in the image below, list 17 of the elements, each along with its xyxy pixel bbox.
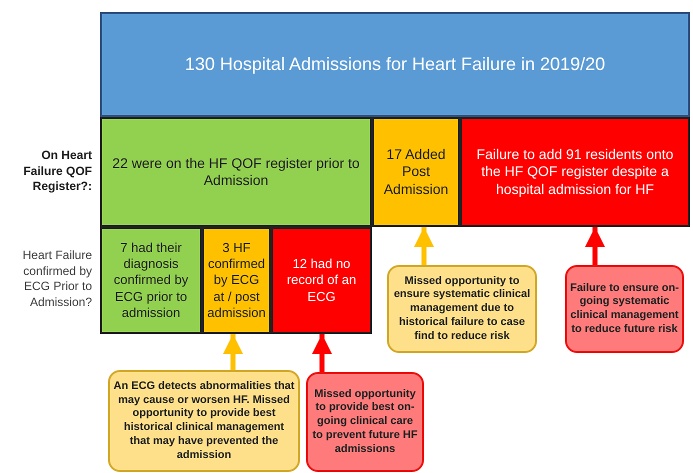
arrow: [223, 334, 243, 370]
category-box: Failure to add 91 residents onto the HF QOF register despite a hospital admission for HF: [460, 117, 690, 227]
callout-box: Missed opportunity to provide best on-going clinical care to prevent future HF admissions: [306, 372, 424, 472]
header-box: 130 Hospital Admissions for Heart Failure in 2019/20: [100, 12, 690, 117]
callout-box: Failure to ensure on-going systematic clinical management to reduce future risk: [565, 265, 684, 353]
callout-box: An ECG detects abnormalities that may cause or worsen HF. Missed opportunity to provide best historical clinical management that may have prevented the admission: [108, 370, 300, 472]
arrow: [585, 227, 605, 265]
category-box: 7 had their diagnosis confirmed by ECG prior to admission: [100, 227, 202, 334]
category-box: 12 had no record of an ECG: [271, 227, 372, 334]
arrow: [414, 227, 434, 265]
category-box: 17 Added Post Admission: [372, 117, 460, 227]
category-box: 22 were on the HF QOF register prior to Admission: [100, 117, 372, 227]
arrow: [312, 334, 332, 372]
callout-box: Missed opportunity to ensure systematic clinical management due to historical failure to case find to reduce risk: [387, 265, 537, 353]
row-label: Heart Failure confirmed by ECG Prior to Admission?: [22, 248, 92, 310]
category-box: 3 HF confirmed by ECG at / post admission: [202, 227, 271, 334]
row-label: On Heart Failure QOF Register?:: [22, 148, 92, 195]
